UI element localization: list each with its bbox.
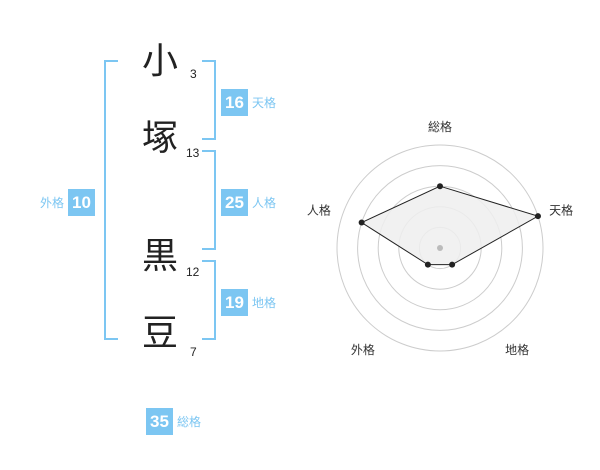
radar-point-1 xyxy=(437,183,443,190)
chikaku-bracket xyxy=(202,260,216,340)
radar-point-2 xyxy=(534,213,541,220)
radar-axis-label-2: 天格 xyxy=(549,203,573,218)
stroke-count-3: 12 xyxy=(186,265,200,279)
name-char-1: 小 xyxy=(142,41,179,82)
jinkaku-label: 人格 xyxy=(252,196,277,210)
soukaku-label: 総格 xyxy=(177,415,202,429)
soukaku-badge: 35 総格 xyxy=(146,408,201,435)
radar-center-dot xyxy=(437,245,443,251)
stroke-count-4: 7 xyxy=(190,345,197,359)
radar-grid-ring xyxy=(357,165,523,331)
chikaku-value: 19 xyxy=(221,289,248,316)
radar-series-area xyxy=(360,185,540,266)
gaikaku-bracket xyxy=(104,60,118,340)
stroke-count-2: 13 xyxy=(186,146,200,160)
radar-axis-label-3: 地格 xyxy=(505,342,529,357)
name-char-2: 塚 xyxy=(142,118,179,159)
radar-axis-label-5: 人格 xyxy=(307,203,331,218)
chikaku-badge: 19 地格 xyxy=(221,289,276,316)
tenkaku-value: 16 xyxy=(221,89,248,116)
stroke-count-1: 3 xyxy=(190,67,197,81)
tenkaku-bracket xyxy=(202,60,216,140)
radar-point-4 xyxy=(424,261,431,268)
gaikaku-badge: 10 外格 xyxy=(40,189,96,216)
tenkaku-badge: 16 天格 xyxy=(221,89,276,116)
gaikaku-value: 10 xyxy=(68,189,96,216)
gaikaku-label: 外格 xyxy=(40,196,65,210)
radar-point-3 xyxy=(449,261,456,268)
radar-grid-ring xyxy=(336,144,544,352)
tenkaku-label: 天格 xyxy=(252,96,277,110)
radar-axis-label-1: 総格 xyxy=(428,119,452,134)
jinkaku-badge: 25 人格 xyxy=(221,189,276,216)
soukaku-value: 35 xyxy=(146,408,173,435)
jinkaku-bracket xyxy=(202,150,216,250)
radar-axis-label-4: 外格 xyxy=(351,342,375,357)
chikaku-label: 地格 xyxy=(252,296,277,310)
name-char-3: 黒 xyxy=(142,236,179,277)
name-char-4: 豆 xyxy=(142,313,179,354)
radar-point-5 xyxy=(358,219,365,226)
jinkaku-value: 25 xyxy=(221,189,248,216)
